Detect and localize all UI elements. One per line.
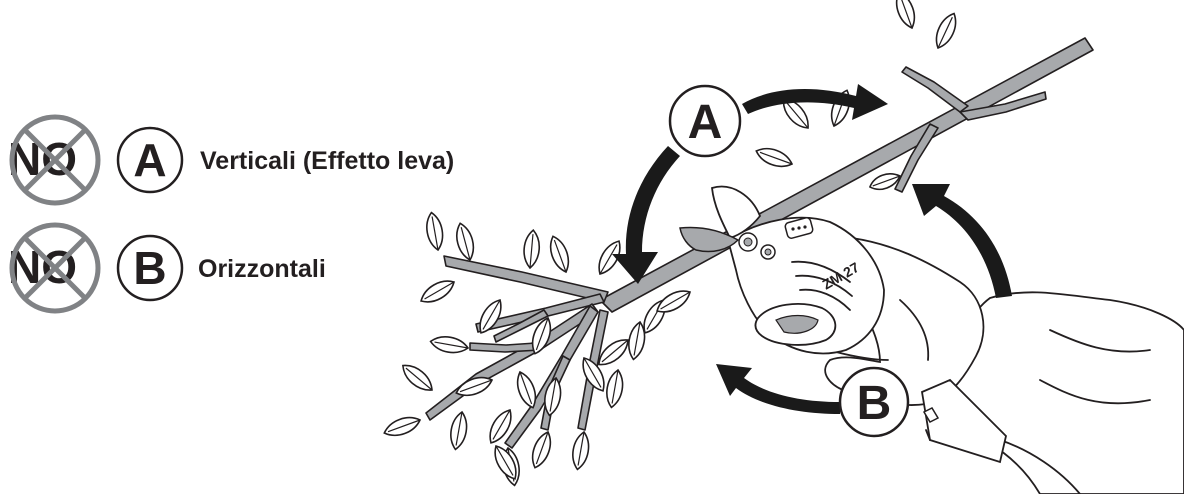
no-badge-b: NO (8, 225, 98, 311)
diagram-letter-a: A (688, 96, 723, 149)
no-badge-a: NO (8, 117, 98, 203)
leaf-icon (570, 431, 591, 471)
leaf-icon (754, 144, 795, 171)
leaf-icon (453, 221, 477, 262)
hand-with-shears: ZM 27 (680, 187, 1184, 494)
leaf-icon (546, 234, 573, 275)
letter-badge-b: B (118, 236, 182, 300)
letter-a: A (133, 134, 166, 186)
leaf-icon (382, 413, 423, 440)
leaf-icon (528, 429, 555, 470)
legend-item-b: NO B (8, 225, 182, 311)
curved-arrow-icon (716, 364, 840, 414)
diagram-letter-b: B (857, 377, 892, 430)
letter-badge-a: A (118, 128, 182, 192)
leaf-icon (417, 276, 457, 308)
legend-label-horizontal: Orizzontali (198, 255, 326, 284)
leaf-icon (429, 334, 469, 355)
leaf-icon (892, 0, 919, 31)
leaf-icon (604, 369, 625, 409)
leaf-icon (398, 360, 437, 396)
leaf-icon (448, 411, 469, 451)
letter-b: B (133, 242, 166, 294)
diagram-label-a: A (670, 86, 740, 156)
legend-label-vertical: Verticali (Effetto leva) (200, 147, 454, 176)
curved-arrow-icon (742, 84, 888, 120)
leaf-icon (931, 10, 961, 51)
leaf-icon (523, 229, 541, 268)
legend-item-a: NO A (8, 117, 182, 203)
leaf-icon (424, 211, 445, 251)
diagram-label-b: B (840, 368, 908, 436)
